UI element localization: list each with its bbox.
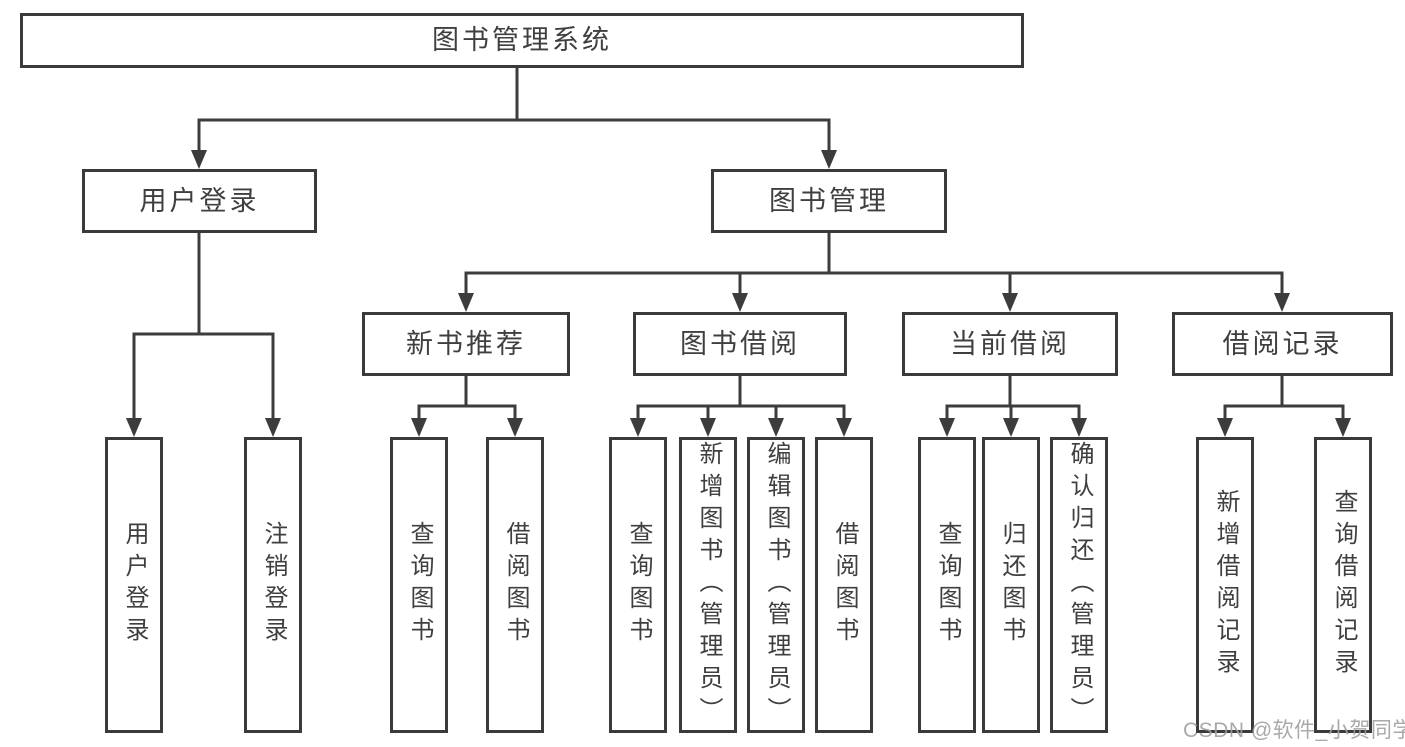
leaf-return-book: 归还图书: [982, 437, 1040, 733]
node-root-system: 图书管理系统: [20, 13, 1024, 68]
node-label: 借阅记录: [1222, 328, 1343, 359]
leaf-borrow-book-recommend: 借阅图书: [486, 437, 544, 733]
node-label: 图书借阅: [680, 328, 800, 359]
node-current-borrow: 当前借阅: [902, 312, 1118, 376]
leaf-label: 借阅图书: [831, 521, 858, 649]
leaf-label: 新增借阅记录: [1212, 489, 1239, 681]
leaf-label: 注销登录: [260, 521, 287, 649]
leaf-label: 新增图书（管理员）: [695, 441, 722, 729]
leaf-query-book-borrow: 查询图书: [609, 437, 667, 733]
node-label: 用户登录: [139, 185, 260, 216]
leaf-borrow-book-borrow: 借阅图书: [815, 437, 873, 733]
leaf-label: 编辑图书（管理员）: [763, 441, 790, 729]
leaf-edit-book-admin: 编辑图书（管理员）: [747, 437, 805, 733]
node-new-book-recommend: 新书推荐: [362, 312, 570, 376]
leaf-confirm-return-admin: 确认归还（管理员）: [1050, 437, 1108, 733]
leaf-label: 用户登录: [121, 521, 148, 649]
node-label: 图书管理: [769, 185, 889, 216]
tree-edges: [132, 67, 1345, 420]
node-label: 新书推荐: [406, 328, 526, 359]
leaf-label: 借阅图书: [502, 521, 529, 649]
csdn-watermark: CSDN @软件_小贺同学: [1183, 719, 1405, 742]
leaf-label: 归还图书: [998, 521, 1025, 649]
leaf-query-book-recommend: 查询图书: [390, 437, 448, 733]
leaf-label: 查询图书: [406, 521, 433, 649]
leaf-query-borrow-record: 查询借阅记录: [1314, 437, 1372, 733]
node-borrow-record: 借阅记录: [1172, 312, 1393, 376]
leaf-query-book-current: 查询图书: [918, 437, 976, 733]
node-user-login: 用户登录: [82, 169, 317, 233]
leaf-label: 查询图书: [625, 521, 652, 649]
leaf-label: 查询图书: [934, 521, 961, 649]
node-label: 当前借阅: [950, 328, 1070, 359]
leaf-add-book-admin: 新增图书（管理员）: [679, 437, 737, 733]
leaf-add-borrow-record: 新增借阅记录: [1196, 437, 1254, 733]
node-book-borrow: 图书借阅: [633, 312, 847, 376]
leaf-label: 查询借阅记录: [1330, 489, 1357, 681]
arrowheads: [126, 150, 1351, 437]
leaf-logout: 注销登录: [244, 437, 302, 733]
node-book-management: 图书管理: [711, 169, 947, 233]
node-label: 图书管理系统: [432, 25, 612, 55]
leaf-label: 确认归还（管理员）: [1066, 441, 1093, 729]
leaf-user-login: 用户登录: [105, 437, 163, 733]
